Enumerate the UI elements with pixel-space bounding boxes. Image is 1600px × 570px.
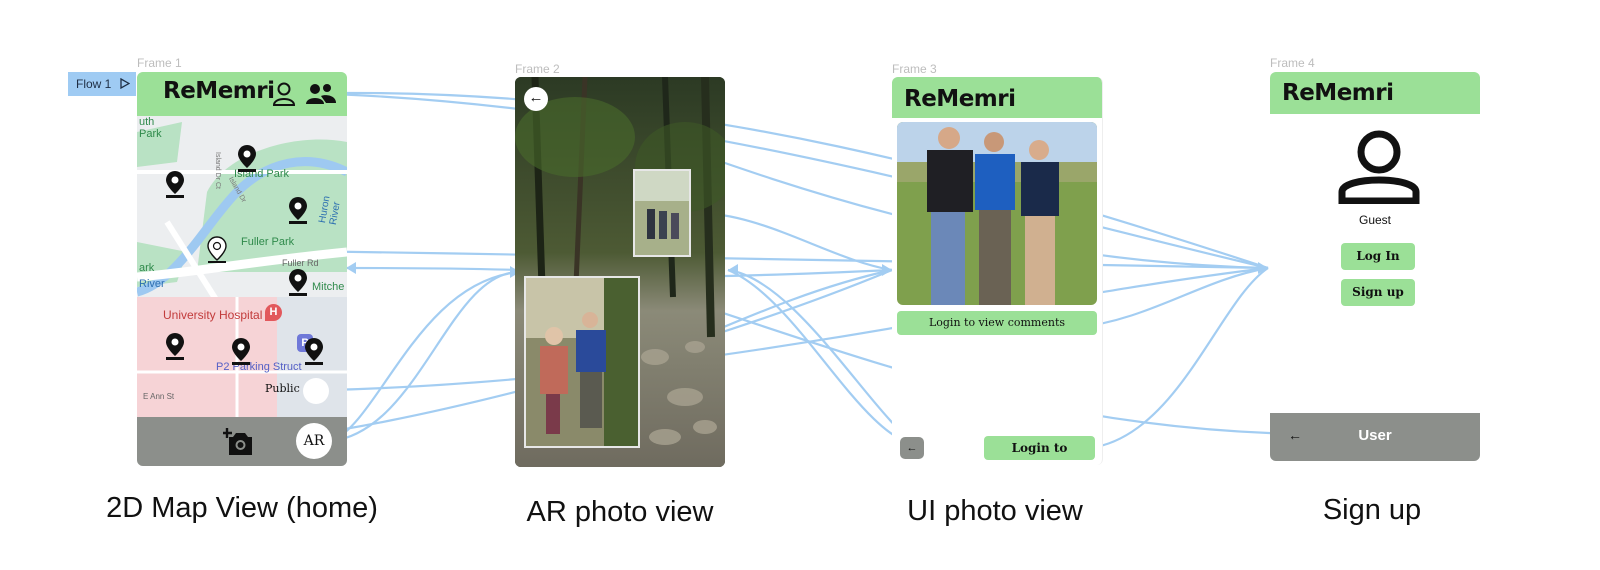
map-pin-icon[interactable] [164, 170, 186, 198]
frame-ar-view: ← [515, 77, 725, 467]
frame-caption: AR photo view [526, 496, 714, 528]
login-to-view-comments-button[interactable]: Login to view comments [897, 311, 1097, 335]
frame-photo-view: ReMemri Login to view comments ← Login t… [892, 77, 1103, 465]
map-label: Park [139, 128, 162, 140]
map-pin-icon[interactable] [287, 196, 309, 224]
group-icon[interactable] [305, 81, 337, 107]
app-header: ReMemri [1270, 72, 1480, 114]
app-title: ReMemri [163, 78, 275, 104]
map-label-street: E Ann St [143, 392, 175, 401]
ar-button[interactable]: AR [296, 423, 332, 459]
photo-image [635, 171, 689, 255]
app-title: ReMemri [904, 86, 1016, 112]
map-label-hospital: University Hospital [163, 308, 263, 322]
map-label: Mitche [312, 281, 345, 293]
ar-photo-thumbnail-small[interactable] [633, 169, 691, 257]
frame-label: Frame 1 [137, 56, 182, 70]
map-canvas[interactable] [137, 72, 347, 466]
login-button[interactable]: Log In [1341, 243, 1415, 270]
user-button[interactable]: User [1358, 427, 1392, 444]
map-label: ark [139, 262, 155, 274]
map-pin-icon[interactable] [230, 337, 252, 365]
flow-label: Flow 1 [76, 77, 112, 91]
play-icon [120, 78, 130, 89]
photo-image [897, 122, 1097, 305]
app-header: ReMemri [892, 77, 1102, 118]
login-to-comment-button[interactable]: Login to comment [984, 436, 1095, 460]
map-label-parking: P2 Parking Struct [216, 361, 302, 373]
map-label-street: Island Dr Ct [214, 152, 221, 189]
frame-caption: Sign up [1322, 494, 1422, 526]
map-pin-icon[interactable] [236, 144, 258, 172]
photo-image [526, 278, 638, 446]
map-pin-icon[interactable] [303, 337, 325, 365]
frame-label: Frame 4 [1270, 56, 1315, 70]
back-arrow-icon[interactable]: ← [1288, 427, 1302, 443]
app-header: ReMemri [137, 72, 347, 116]
ar-photo-thumbnail-large[interactable] [524, 276, 640, 448]
frame-map-view: uth Park Island Park Fuller Park Fuller … [137, 72, 347, 466]
frame-caption: UI photo view [907, 495, 1083, 527]
frame-label: Frame 2 [515, 62, 560, 76]
flow-start-tag[interactable]: Flow 1 [68, 72, 136, 96]
back-arrow-icon[interactable]: ← [900, 437, 924, 459]
frame-caption: 2D Map View (home) [106, 492, 378, 524]
map-label-river: River [139, 278, 165, 290]
frame-label: Frame 3 [892, 62, 937, 76]
back-arrow-icon[interactable]: ← [524, 87, 548, 111]
map-pin-icon[interactable] [164, 332, 186, 360]
guest-label: Guest [1358, 213, 1391, 227]
hospital-marker-icon: H [265, 304, 282, 321]
map-pin-icon[interactable] [287, 268, 309, 296]
map-pin-selected-icon[interactable] [206, 236, 228, 264]
public-toggle-label: Public [265, 382, 300, 395]
camera-add-icon[interactable] [223, 427, 255, 457]
app-title: ReMemri [1282, 80, 1394, 106]
public-toggle-switch[interactable] [303, 378, 329, 404]
frame-signup: ReMemri Guest Log In Sign up ← User [1270, 72, 1480, 461]
guest-avatar-icon [1338, 130, 1420, 204]
user-bottom-bar: ← User [1270, 413, 1480, 461]
signup-button[interactable]: Sign up [1341, 279, 1415, 306]
map-label: uth [139, 116, 155, 128]
photo-main-image[interactable] [897, 122, 1097, 305]
map-label-fuller-rd: Fuller Rd [282, 258, 319, 268]
map-bottom-bar: AR [137, 417, 347, 466]
map-label-fuller-park: Fuller Park [241, 236, 295, 248]
user-icon[interactable] [271, 81, 297, 107]
